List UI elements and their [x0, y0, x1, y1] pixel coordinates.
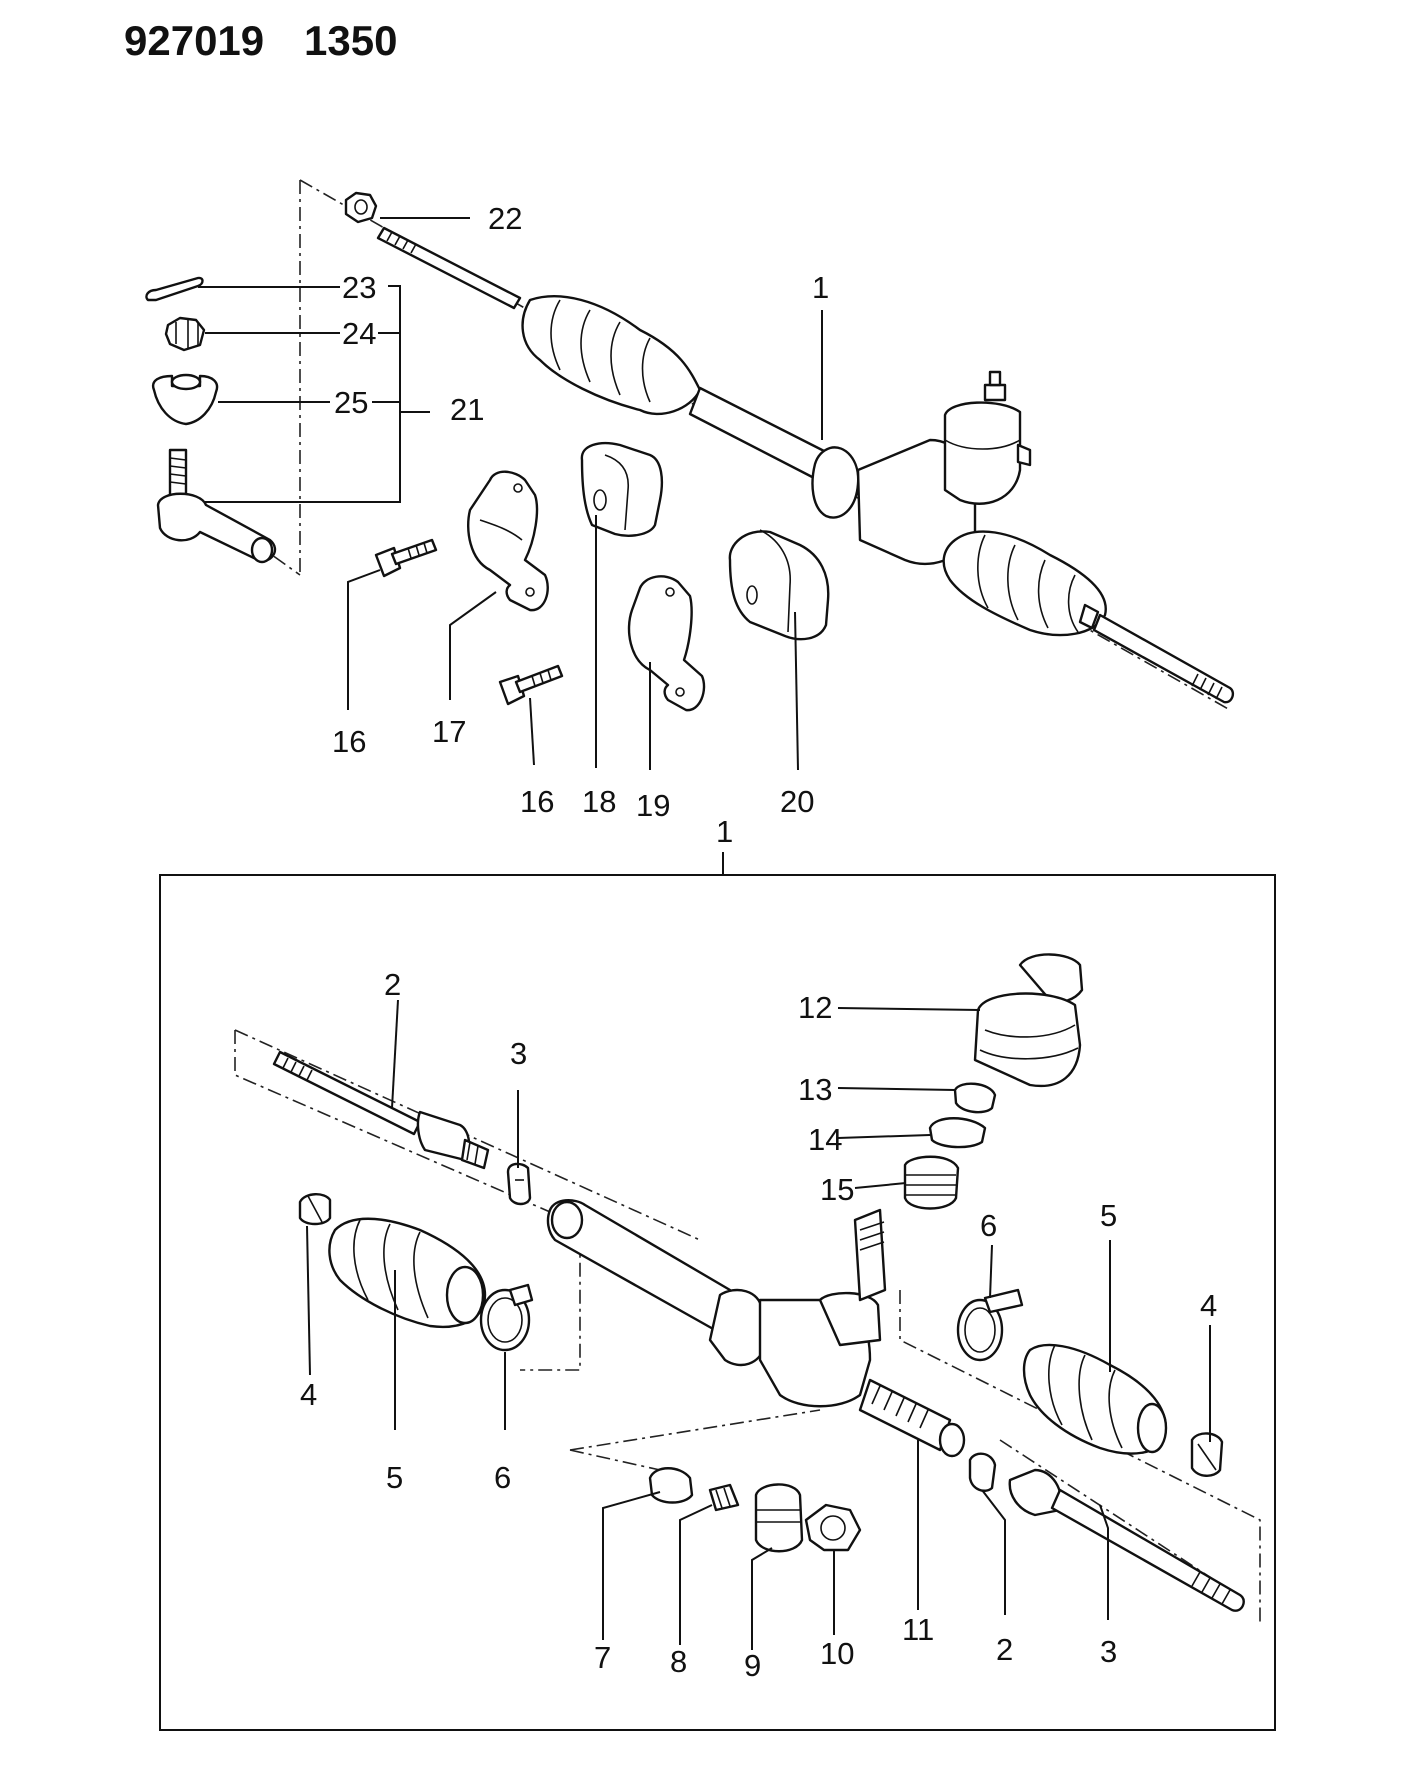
part-16-bolt-right	[498, 664, 564, 706]
callout-2-left: 2	[384, 967, 401, 1002]
part-20-bushing	[728, 529, 830, 641]
callout-6-right: 6	[980, 1208, 997, 1243]
tie-rod-end	[156, 448, 277, 564]
lower-assembly: 2 3 4 5 6 12 13 14 15 6 5 4 7 8 9 10 11 …	[234, 953, 1261, 1683]
callout-4-left: 4	[300, 1377, 317, 1412]
callout-12: 12	[798, 990, 832, 1025]
part-4-clip-left	[298, 1193, 332, 1226]
part-3-lock-washer-left	[506, 1162, 532, 1206]
callout-14: 14	[808, 1122, 842, 1157]
callout-1-lower: 1	[716, 814, 733, 849]
part-25-dust-cover	[151, 373, 219, 426]
callout-7: 7	[594, 1640, 611, 1675]
callout-24: 24	[342, 316, 376, 351]
callout-8: 8	[670, 1644, 687, 1679]
pinion-housing-upper	[943, 401, 1022, 505]
part-24-castle-nut	[164, 316, 206, 352]
callout-9: 9	[744, 1648, 761, 1683]
part-15-adjuster-plug	[903, 1155, 960, 1210]
part-17-bracket	[467, 470, 549, 612]
callout-20: 20	[780, 784, 814, 819]
rack-tube-upper	[688, 386, 832, 482]
callout-5-left: 5	[386, 1460, 403, 1495]
part-6-band-left	[479, 1283, 534, 1352]
sub-assembly-frame	[159, 874, 1276, 1731]
part-23-cotter-pin	[145, 276, 204, 302]
callout-5-right: 5	[1100, 1198, 1117, 1233]
callout-3-right: 3	[1100, 1634, 1117, 1669]
callout-23: 23	[342, 270, 376, 305]
callout-22: 22	[488, 201, 522, 236]
part-19-bracket	[627, 575, 706, 712]
rack-left-boot	[521, 295, 702, 416]
callout-18: 18	[582, 784, 616, 819]
rack-mount-ring-upper	[811, 446, 860, 519]
part-16-bolt-left	[374, 538, 438, 578]
part-22-nut	[344, 191, 378, 224]
rack-right-thread	[1092, 613, 1235, 704]
callout-16-right: 16	[520, 784, 554, 819]
callout-3-left: 3	[510, 1036, 527, 1071]
callout-21: 21	[450, 392, 484, 427]
callout-4-right: 4	[1200, 1288, 1217, 1323]
upper-assembly: 22 23 24 25 21 1 16 17 16 18 19 20	[145, 179, 1235, 823]
part-6-band-right	[956, 1288, 1024, 1362]
callout-10: 10	[820, 1636, 854, 1671]
part-14-locknut	[928, 1117, 987, 1149]
part-4-clip-right	[1190, 1432, 1224, 1477]
part-8-spring	[708, 1483, 740, 1512]
part-9-cap	[754, 1483, 804, 1553]
callout-25: 25	[334, 385, 368, 420]
callout-19: 19	[636, 788, 670, 823]
rack-left-thread	[376, 226, 522, 310]
callout-13: 13	[798, 1072, 832, 1107]
diagram-code: 927019	[124, 17, 264, 64]
part-3-inner-tie-rod-right	[1008, 1468, 1245, 1612]
part-2-lock-washer-right	[968, 1452, 997, 1492]
part-18-bushing	[580, 441, 664, 537]
part-5-boot-left	[328, 1217, 487, 1328]
callout-6-left: 6	[494, 1460, 511, 1495]
part-10-hex-nut	[804, 1503, 862, 1552]
part-5-boot-right	[1022, 1343, 1168, 1455]
part-7-rack-guide	[648, 1467, 694, 1504]
callout-15: 15	[820, 1172, 854, 1207]
callout-2-right: 2	[996, 1632, 1013, 1667]
callout-17: 17	[432, 714, 466, 749]
callout-11: 11	[902, 1612, 934, 1647]
diagram-page-number: 1350	[304, 17, 397, 64]
callout-1-upper: 1	[812, 270, 829, 305]
rack-housing-lower	[546, 1199, 966, 1458]
callout-16-left: 16	[332, 724, 366, 759]
part-13-ring	[953, 1082, 997, 1114]
rack-right-boot	[942, 530, 1107, 637]
part-12-cover	[973, 953, 1084, 1088]
part-2-inner-tie-rod-left	[272, 1050, 490, 1170]
